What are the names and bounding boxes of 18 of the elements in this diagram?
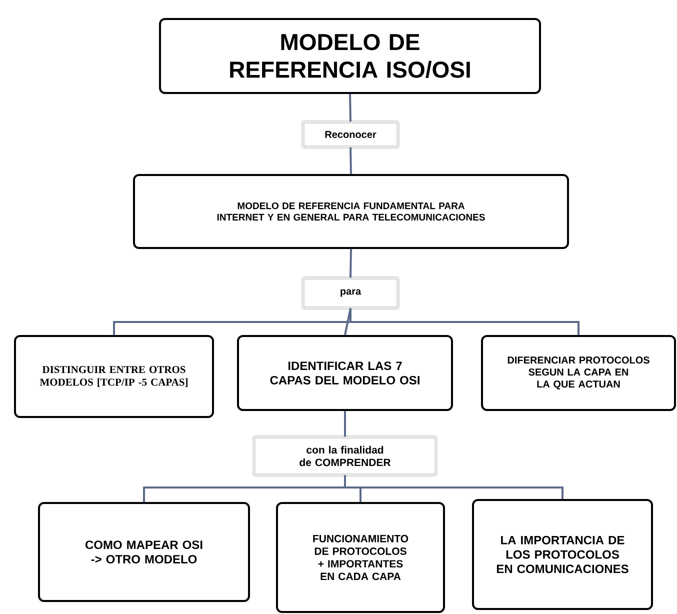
connector-line bbox=[349, 94, 352, 122]
concept-box: MODELO DE REFERENCIA FUNDAMENTAL PARA INTERNET Y EN GENERAL PARA TELECOMUNICACIONES bbox=[133, 174, 569, 249]
concept-box: FUNCIONAMIENTO DE PROTOCOLOS + IMPORTANTES EN CADA CAPA bbox=[276, 502, 445, 613]
connector-line bbox=[350, 308, 580, 335]
connector-line bbox=[344, 308, 352, 336]
concept-box: IDENTIFICAR LAS 7 CAPAS DEL MODELO OSI bbox=[237, 335, 453, 411]
connector-line bbox=[344, 475, 564, 499]
concept-box: DIFERENCIAR PROTOCOLOS SEGUN LA CAPA EN LA QUE ACTUAN bbox=[481, 335, 676, 411]
concept-box: DISTINGUIR ENTRE OTROS MODELOS [TCP/IP -5 CAPAS] bbox=[14, 335, 214, 418]
linking-phrase-box: para bbox=[302, 276, 400, 310]
linking-phrase-box: Reconocer bbox=[302, 120, 400, 148]
concept-box: MODELO DE REFERENCIA ISO/OSI bbox=[159, 18, 541, 94]
concept-box: LA IMPORTANCIA DE LOS PROTOCOLOS EN COMUNICACIONES bbox=[472, 499, 653, 610]
connector-line bbox=[344, 411, 346, 437]
concept-box: COMO MAPEAR OSI -> OTRO MODELO bbox=[38, 502, 250, 602]
connector-line bbox=[350, 147, 352, 174]
connector-line bbox=[350, 248, 352, 278]
linking-phrase-box: con la finalidad de COMPRENDER bbox=[252, 436, 438, 476]
